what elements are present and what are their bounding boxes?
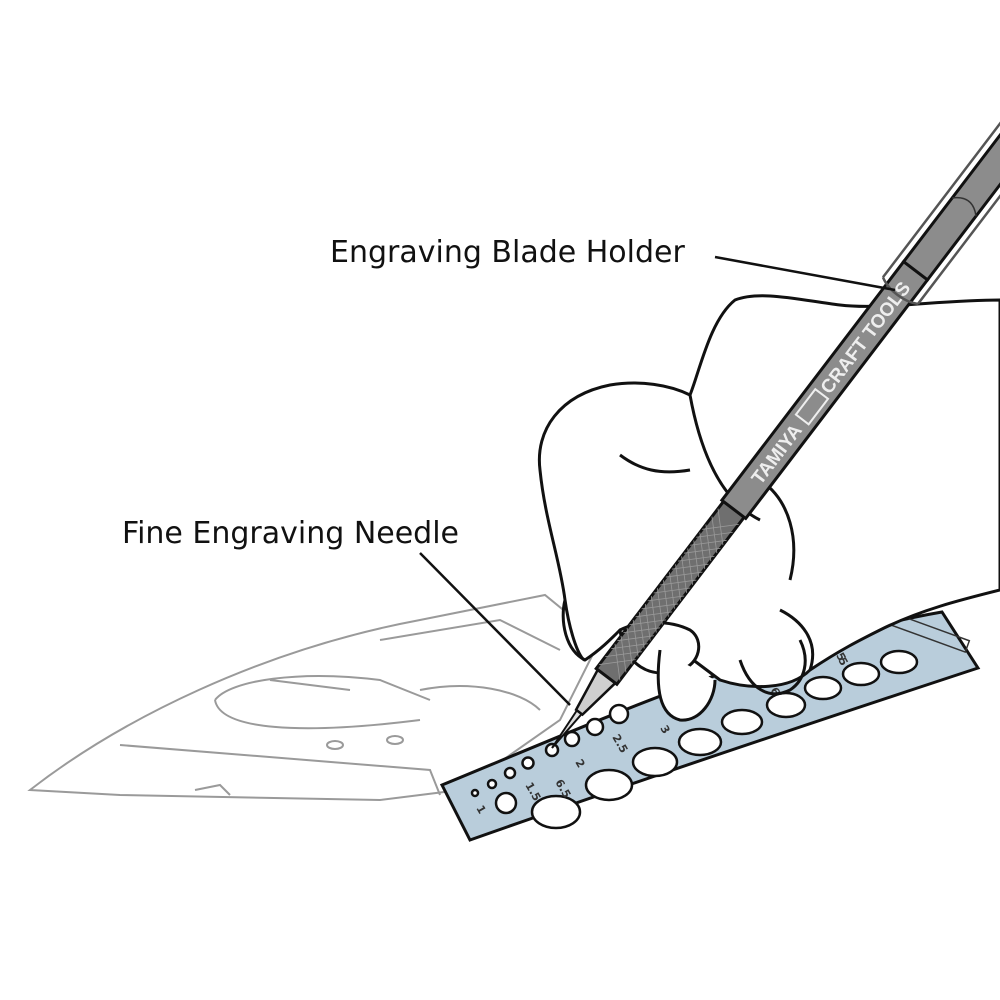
pocket-clip <box>881 113 1000 306</box>
hand <box>537 294 1000 722</box>
blade-holder-leader-line <box>714 255 896 292</box>
knurl-pattern <box>599 508 739 681</box>
label-fine-engraving-needle: Fine Engraving Needle <box>122 516 459 551</box>
template-holes <box>470 614 919 830</box>
tool-cap <box>901 116 1000 282</box>
circle-template: 1 1.5 2 2.5 3 6.5 4.5 5 6 <box>439 609 981 842</box>
tamiya-star-logo <box>794 387 830 426</box>
label-engraving-blade-holder: Engraving Blade Holder <box>330 235 685 270</box>
needle-leader-line <box>419 552 571 706</box>
